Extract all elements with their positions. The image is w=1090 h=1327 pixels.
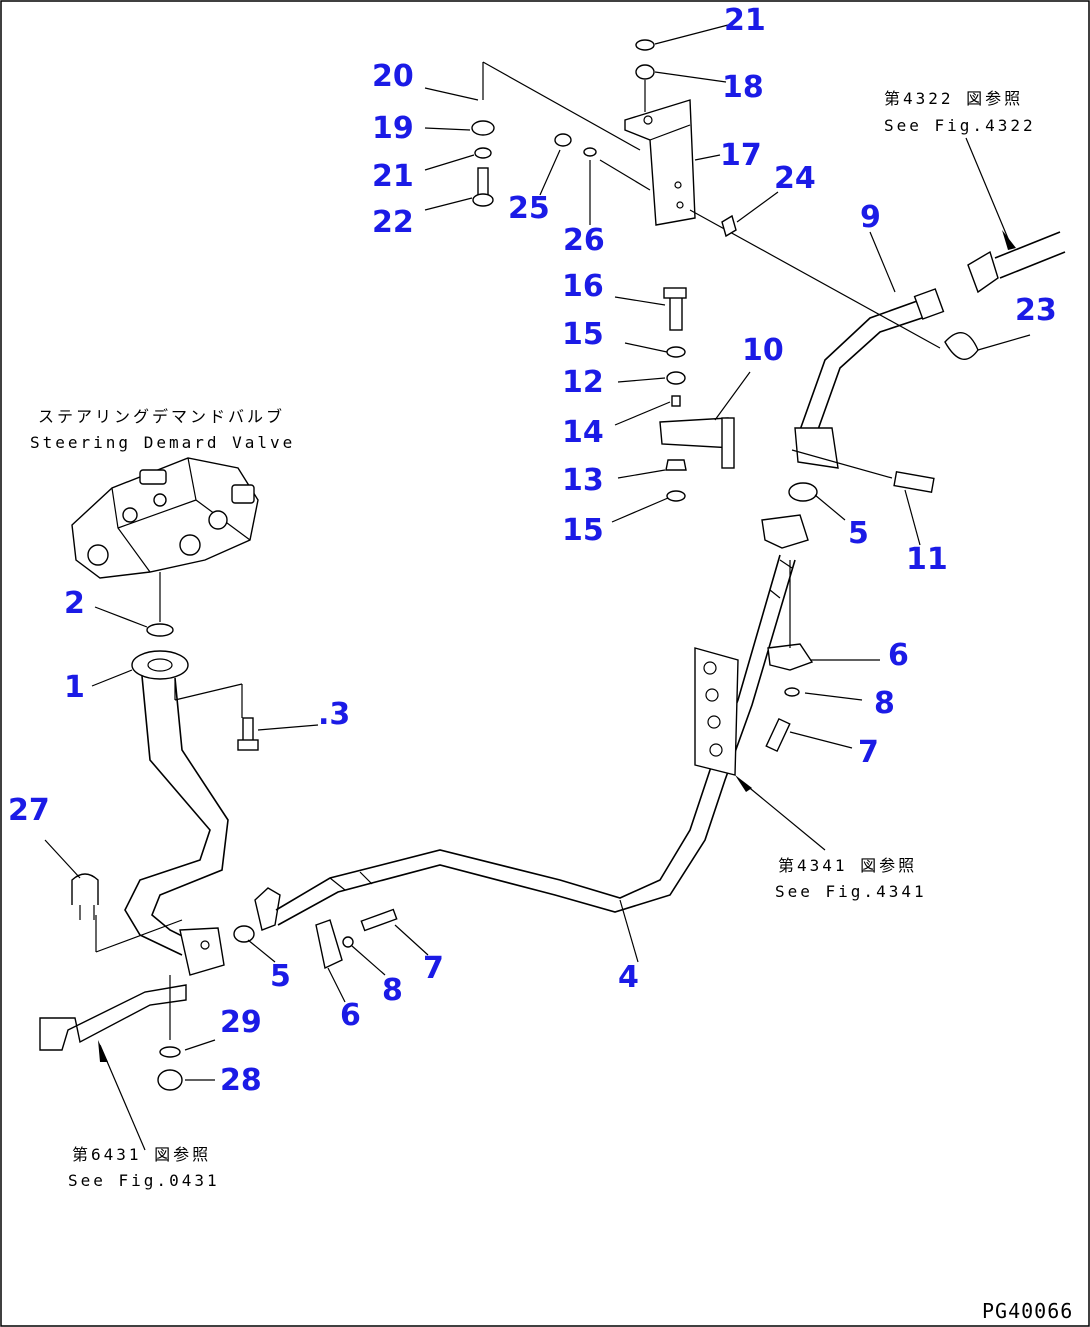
callout-23: 23	[1015, 293, 1057, 328]
callout-21-top: 21	[724, 3, 766, 38]
callout-3: .3	[318, 697, 350, 732]
callout-28: 28	[220, 1063, 262, 1098]
ref-4322-jp: 第4322 図参照	[884, 89, 1023, 108]
callout-15-top: 15	[562, 317, 604, 352]
callout-4: 4	[618, 960, 639, 995]
callout-11: 11	[906, 542, 948, 577]
callout-10: 10	[742, 333, 784, 368]
callout-7-left: 7	[423, 951, 444, 986]
callout-12: 12	[562, 365, 604, 400]
callout-9: 9	[860, 200, 881, 235]
callout-22: 22	[372, 205, 414, 240]
callout-27: 27	[8, 793, 50, 828]
reference-notes: ステアリングデマンドバルブ Steering Demard Valve 第432…	[30, 89, 1073, 1323]
ref-4322-en: See Fig.4322	[884, 116, 1036, 135]
drawing-code: PG40066	[982, 1299, 1073, 1323]
callout-5-left: 5	[270, 959, 291, 994]
bolt-3	[237, 717, 259, 751]
hose-4	[254, 514, 809, 963]
bracket-17	[482, 61, 941, 349]
steering-demand-valve	[71, 457, 259, 622]
ref-4341-en: See Fig.4341	[775, 882, 927, 901]
ref-6431-jp: 第6431 図参照	[72, 1145, 211, 1164]
o-ring-2	[146, 623, 174, 637]
callout-5-right: 5	[848, 516, 869, 551]
callout-13: 13	[562, 463, 604, 498]
callout-15-bottom: 15	[562, 513, 604, 548]
callout-6-left: 6	[340, 998, 361, 1033]
callout-19: 19	[372, 111, 414, 146]
callout-labels: 21 18 17 24 20 19 21 22 25 26 9 23 16 15…	[8, 3, 1057, 1098]
valve-note-jp: ステアリングデマンドバルブ	[38, 407, 285, 426]
callout-17: 17	[720, 138, 762, 173]
split-flange-6-left	[233, 908, 398, 970]
callout-8-left: 8	[382, 973, 403, 1008]
callout-20: 20	[372, 59, 414, 94]
callout-25: 25	[508, 191, 550, 226]
tube-1	[124, 650, 243, 976]
leader-lines	[44, 24, 921, 1151]
clamp-23	[944, 332, 1031, 360]
valve-note-en: Steering Demard Valve	[30, 433, 295, 452]
split-flange-6-right	[765, 560, 880, 753]
ref-4341-jp: 第4341 図参照	[778, 856, 917, 875]
ref-6431-en: See Fig.0431	[68, 1171, 220, 1190]
tube-9	[788, 288, 945, 502]
callout-18: 18	[722, 70, 764, 105]
callout-14: 14	[562, 415, 604, 450]
u-bolt-27	[71, 873, 183, 953]
callout-29: 29	[220, 1005, 262, 1040]
bracket-6431	[39, 975, 187, 1091]
callout-24: 24	[774, 161, 816, 196]
hardware-stack-19-22	[471, 39, 655, 207]
callout-2: 2	[64, 586, 85, 621]
bracket-4341	[694, 647, 739, 776]
clip-24	[721, 214, 737, 238]
bracket-10	[659, 287, 935, 502]
callout-16: 16	[562, 269, 604, 304]
callout-21-left: 21	[372, 159, 414, 194]
callout-8-right: 8	[874, 686, 895, 721]
callout-26: 26	[563, 223, 605, 258]
callout-7-right: 7	[858, 735, 879, 770]
callout-6-right: 6	[888, 638, 909, 673]
hose-4322	[965, 137, 1066, 294]
callout-1: 1	[64, 670, 85, 705]
